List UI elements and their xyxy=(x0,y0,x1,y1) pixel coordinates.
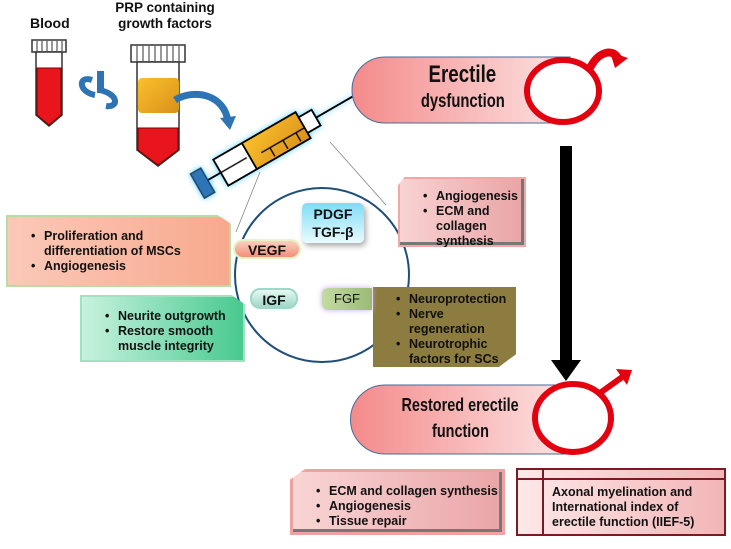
title-line1: Erectile xyxy=(428,61,497,88)
vegf-effect-item: Angiogenesis xyxy=(31,259,229,274)
syringe-icon xyxy=(189,86,369,200)
vegf-tag: VEGF xyxy=(233,239,301,259)
pdgf-tgf-effect-item: Angiogenesis xyxy=(423,189,524,204)
prp-label-line1: PRP containing xyxy=(115,0,215,15)
outcome-left-item: Tissue repair xyxy=(316,514,502,529)
outcome-right-divider-h xyxy=(518,478,724,480)
igf-effects-list: Neurite outgrowth Restore smooth muscle … xyxy=(102,309,243,354)
growth-factor-circle xyxy=(234,187,410,363)
blood-label: Blood xyxy=(30,15,70,31)
prp-label: PRP containing growth factors xyxy=(105,0,225,32)
outcome-left-item: Angiogenesis xyxy=(316,499,502,514)
outcome-right-text: Axonal myelination and International ind… xyxy=(552,485,695,529)
fgf-effect-item: Neuroprotection xyxy=(396,292,516,307)
zoom-line-right xyxy=(329,141,387,206)
outcome-right-divider-v xyxy=(542,470,544,534)
igf-effect-item: Restore smooth muscle integrity xyxy=(105,324,238,354)
restored-line2: function xyxy=(431,420,489,441)
outcome-left-list: ECM and collagen synthesis Angiogenesis … xyxy=(313,484,502,529)
fgf-effect-item: Nerve regeneration xyxy=(396,307,516,337)
vegf-effects-list: Proliferation and differentiation of MSC… xyxy=(28,229,229,274)
fgf-tag: FGF xyxy=(322,288,372,310)
outcome-left-item: ECM and collagen synthesis xyxy=(316,484,502,499)
erectile-dysfunction-pill xyxy=(351,56,571,124)
restored-function-title: Restored erectile function xyxy=(370,392,550,444)
fgf-effects-list: Neuroprotection Nerve regeneration Neuro… xyxy=(393,292,516,367)
prp-label-line2: growth factors xyxy=(118,16,212,31)
centrifuge-rotation-icon xyxy=(78,71,118,110)
restored-line1: Restored erectile xyxy=(401,394,519,415)
pdgf-label: PDGF xyxy=(313,206,353,222)
fgf-effects-box: Neuroprotection Nerve regeneration Neuro… xyxy=(373,287,516,367)
curved-arrow-icon xyxy=(173,90,232,123)
outcome-left-box: ECM and collagen synthesis Angiogenesis … xyxy=(290,469,505,535)
zoom-line-left xyxy=(235,171,261,233)
pdgf-tgf-tag: PDGF TGF-β xyxy=(302,203,364,243)
male-symbol-icon xyxy=(524,48,628,125)
prp-tube-icon xyxy=(130,44,186,167)
tgf-label: TGF-β xyxy=(312,224,354,240)
restored-function-pill xyxy=(350,384,571,455)
male-symbol-restored-icon xyxy=(532,369,632,455)
igf-tag: IGF xyxy=(250,288,298,309)
igf-effect-item: Neurite outgrowth xyxy=(105,309,243,324)
erectile-dysfunction-title: Erectile dysfunction xyxy=(380,60,545,114)
pdgf-tgf-effects-list: Angiogenesis ECM and collagen synthesis xyxy=(420,189,524,247)
igf-effects-box: Neurite outgrowth Restore smooth muscle … xyxy=(80,295,245,362)
pdgf-tgf-effect-item: ECM and collagen synthesis xyxy=(423,204,526,247)
vegf-effects-box: Proliferation and differentiation of MSC… xyxy=(6,215,231,287)
fgf-effect-item: Neurotrophic factors for SCs xyxy=(396,337,504,367)
pdgf-tgf-effects-box: Angiogenesis ECM and collagen synthesis xyxy=(398,177,526,247)
progress-arrow xyxy=(551,146,581,381)
vegf-effect-item: Proliferation and differentiation of MSC… xyxy=(31,229,214,259)
blood-tube-icon xyxy=(31,39,67,127)
title-line2: dysfunction xyxy=(420,91,505,112)
outcome-right-box: Axonal myelination and International ind… xyxy=(516,468,726,536)
